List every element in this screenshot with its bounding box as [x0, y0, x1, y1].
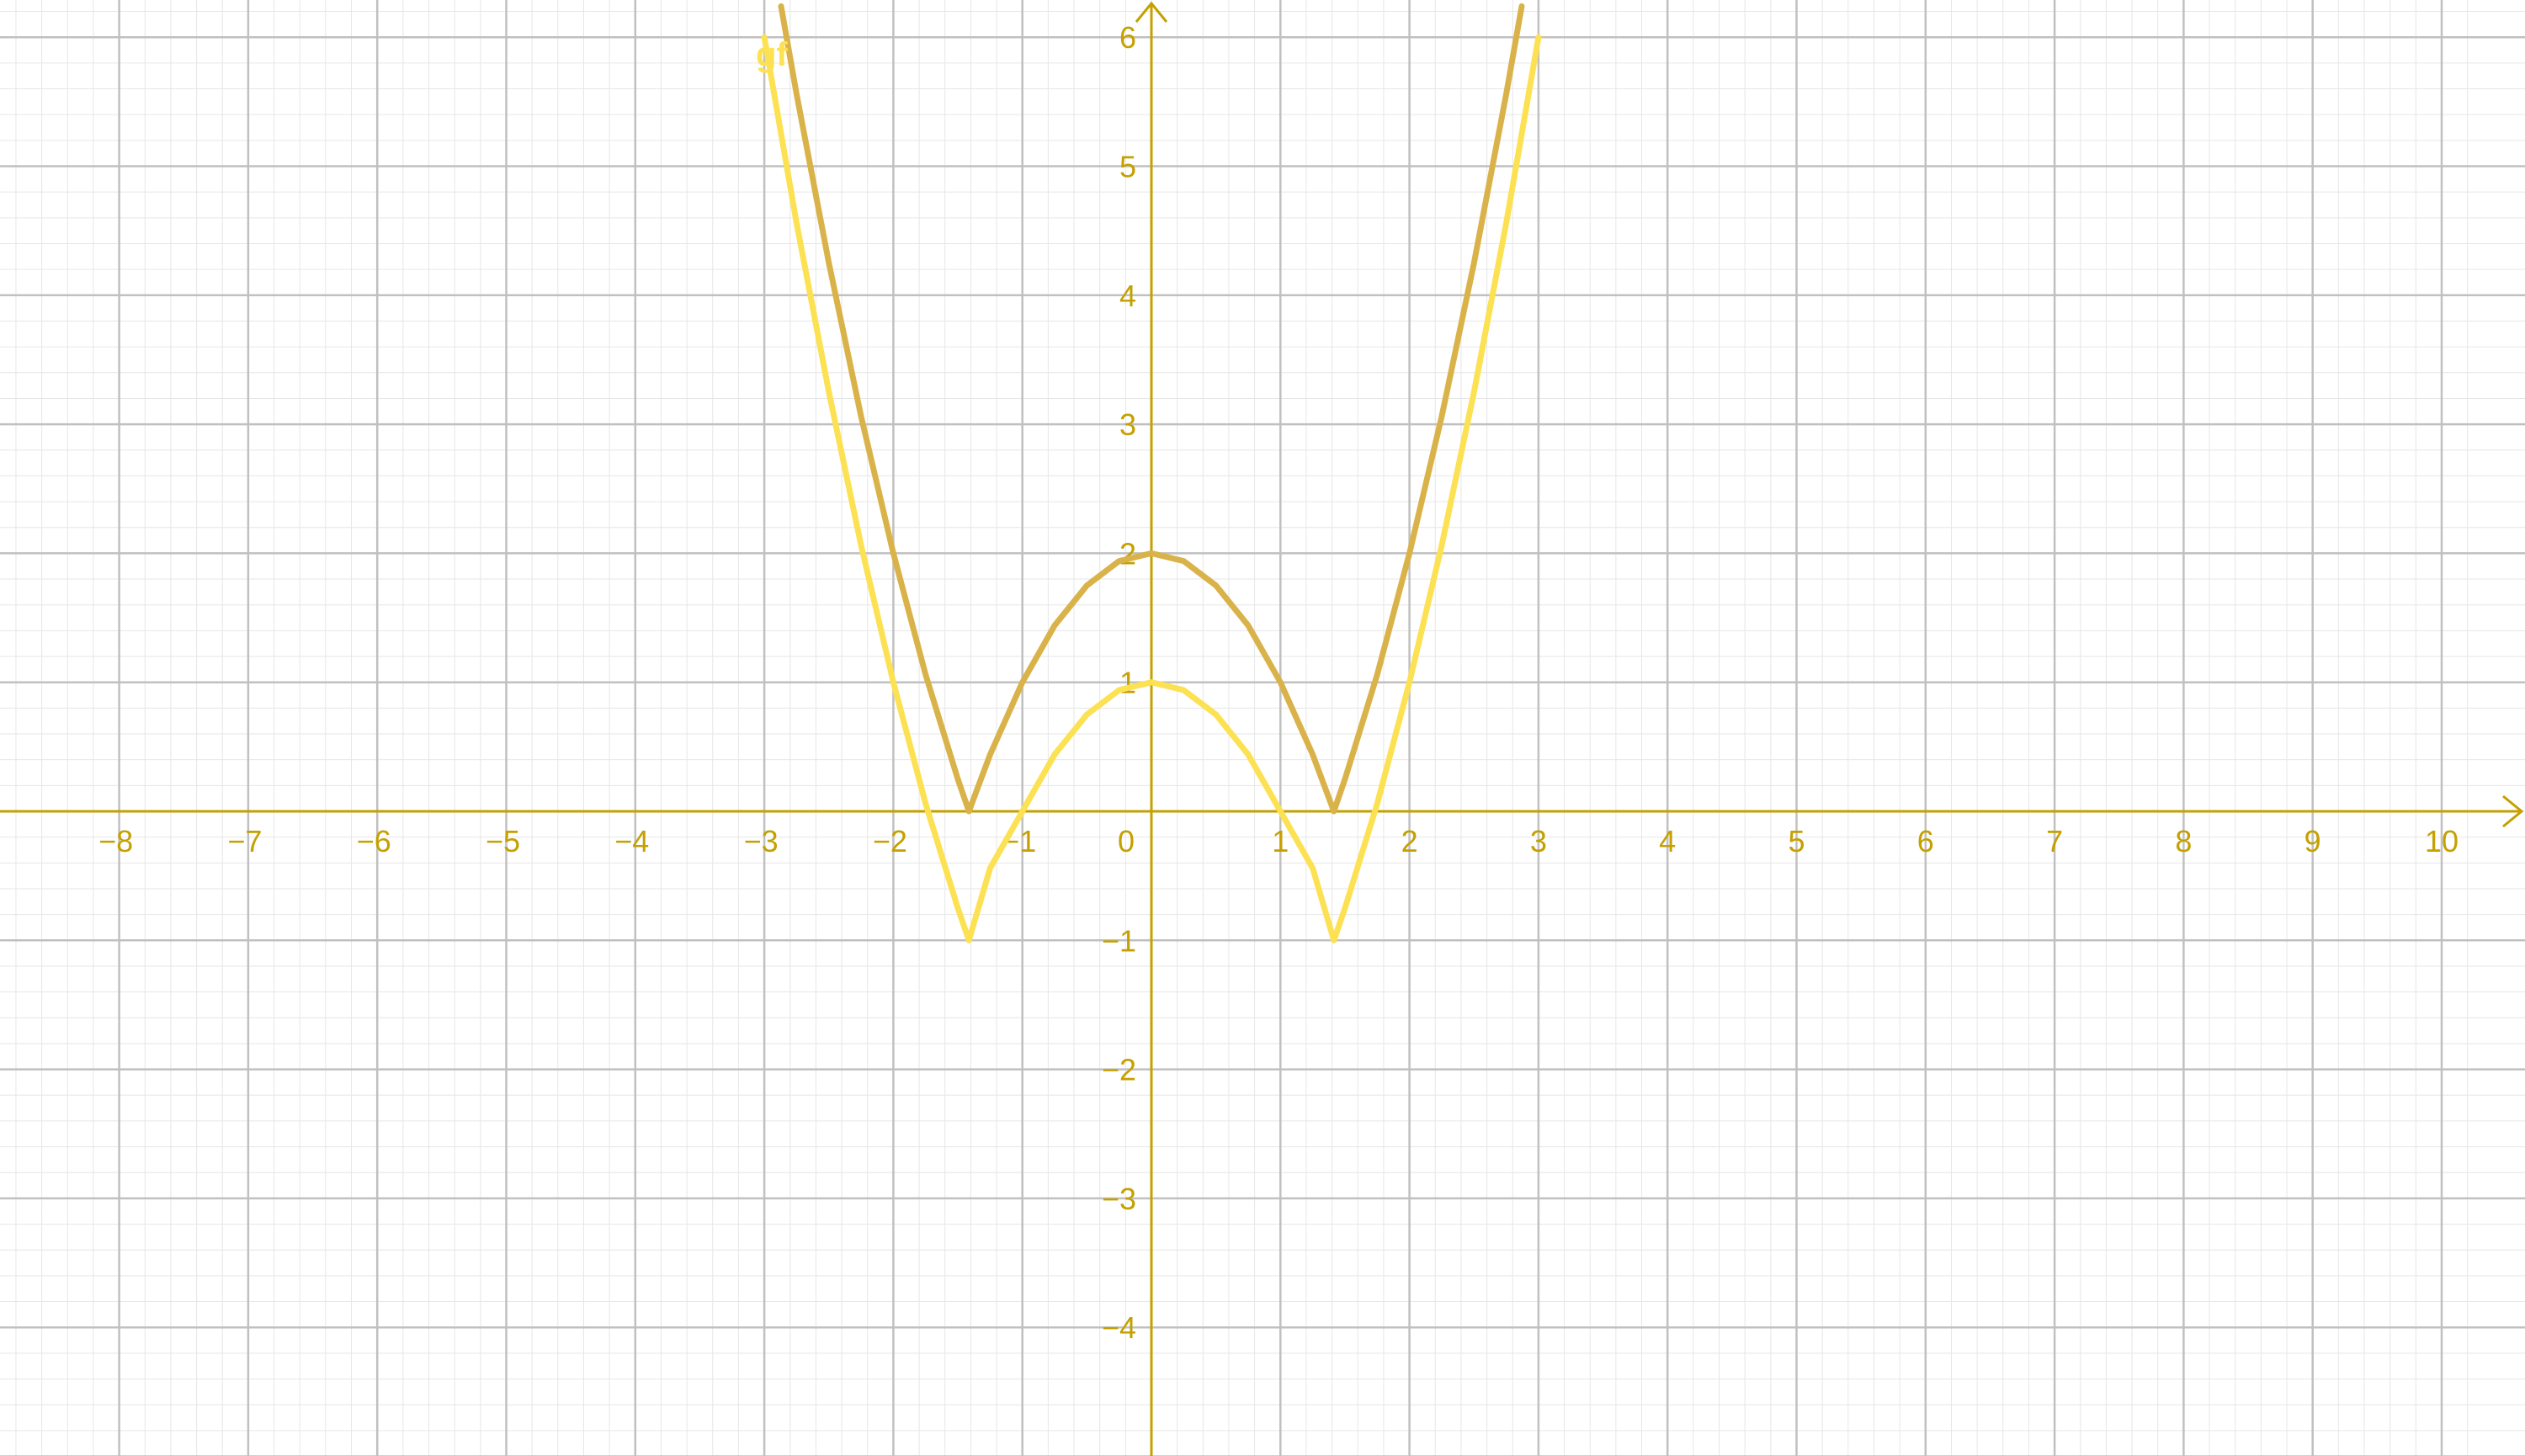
y-tick-label: −4: [1102, 1310, 1136, 1345]
x-axis-arrow-icon: [2502, 794, 2524, 828]
x-tick-label: 5: [1788, 824, 1805, 858]
y-tick-label: −2: [1102, 1053, 1136, 1087]
x-tick-label: 3: [1530, 824, 1547, 858]
x-tick-label: −2: [873, 824, 907, 858]
y-axis-arrow-icon: [1135, 1, 1168, 23]
x-tick-label: 10: [2425, 824, 2459, 858]
series-line-gf: [761, 34, 1542, 943]
x-tick-label: −6: [357, 824, 391, 858]
y-tick-label: 5: [1119, 150, 1136, 184]
y-tick-label: 3: [1119, 407, 1136, 442]
x-tick-label: 2: [1401, 824, 1418, 858]
y-tick-label: −1: [1102, 923, 1136, 958]
x-tick-label: 8: [2175, 824, 2192, 858]
x-tick-label: −5: [486, 824, 520, 858]
y-tick-label: 2: [1119, 536, 1136, 571]
x-tick-label: 9: [2304, 824, 2321, 858]
series-line-upper: [778, 3, 1525, 815]
curve-label-gf: gf: [756, 36, 788, 73]
x-tick-label: 4: [1659, 824, 1676, 858]
x-tick-label: 1: [1272, 824, 1289, 858]
y-tick-label: −3: [1102, 1182, 1136, 1216]
x-tick-label: −7: [227, 824, 262, 858]
curves: [761, 3, 1542, 943]
x-tick-label: 0: [1118, 824, 1135, 858]
x-tick-label: 6: [1917, 824, 1934, 858]
y-tick-label: 1: [1119, 666, 1136, 700]
y-tick-label: 4: [1119, 279, 1136, 313]
x-tick-label: −3: [744, 824, 779, 858]
curve-labels: gf: [756, 36, 788, 73]
x-tick-label: −8: [98, 824, 133, 858]
y-tick-label: 6: [1119, 20, 1136, 55]
x-tick-label: 7: [2046, 824, 2063, 858]
x-tick-label: −4: [614, 824, 649, 858]
